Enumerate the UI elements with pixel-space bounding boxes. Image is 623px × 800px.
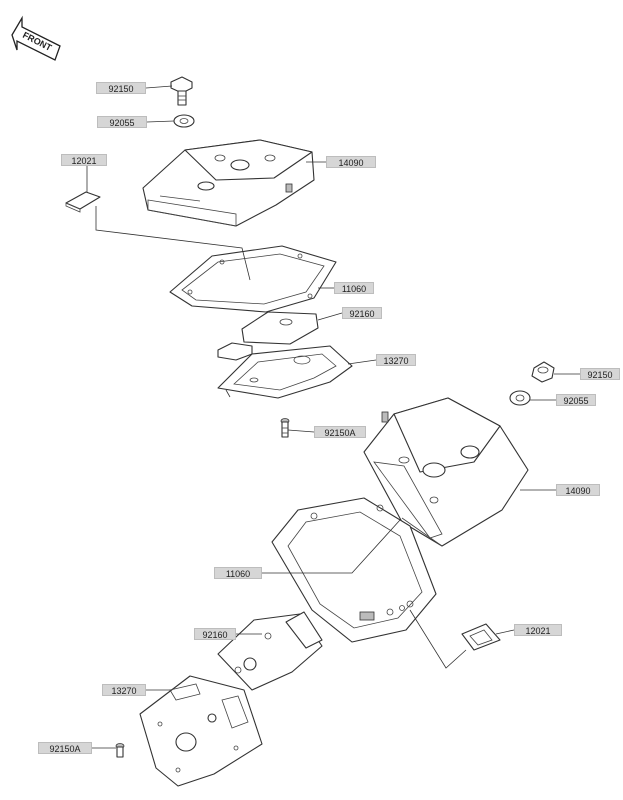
label-11060-top: 11060 [334, 282, 374, 294]
label-92150-right: 92150 [580, 368, 620, 380]
label-92160-bottom: 92160 [194, 628, 236, 640]
front-arrow-icon: FRONT [11, 15, 61, 61]
washer-92055-top [173, 114, 195, 128]
label-12021-right: 12021 [514, 624, 562, 636]
plate-12021-left [65, 191, 101, 213]
plate-92160-bottom [217, 611, 323, 691]
label-92150A-top: 92150A [314, 426, 366, 438]
screw-92150A-top [280, 418, 290, 438]
plate-92160-top [217, 311, 319, 361]
label-92160-top: 92160 [342, 307, 382, 319]
label-13270-bottom: 13270 [102, 684, 146, 696]
label-92055-right: 92055 [556, 394, 596, 406]
label-14090-top: 14090 [326, 156, 376, 168]
bolt-92150-right [531, 361, 555, 383]
screw-92150A-bottom [115, 743, 125, 758]
label-11060-bottom: 11060 [214, 567, 262, 579]
head-cover-14090-right [363, 397, 529, 547]
breather-plate-13270-top [217, 345, 353, 399]
label-92150-top: 92150 [96, 82, 146, 94]
breather-plate-13270-bottom [139, 675, 263, 787]
head-cover-14090-top [142, 139, 315, 227]
bolt-92150-top [170, 76, 193, 106]
label-12021-left: 12021 [61, 154, 107, 166]
label-92055-top: 92055 [97, 116, 147, 128]
leader-lines [86, 85, 580, 749]
label-92150A-bottom: 92150A [38, 742, 92, 754]
gasket-11060-top [169, 245, 337, 313]
washer-92055-right [509, 390, 531, 406]
label-14090-right: 14090 [556, 484, 600, 496]
label-13270-top: 13270 [376, 354, 416, 366]
plate-12021-right [461, 623, 501, 651]
